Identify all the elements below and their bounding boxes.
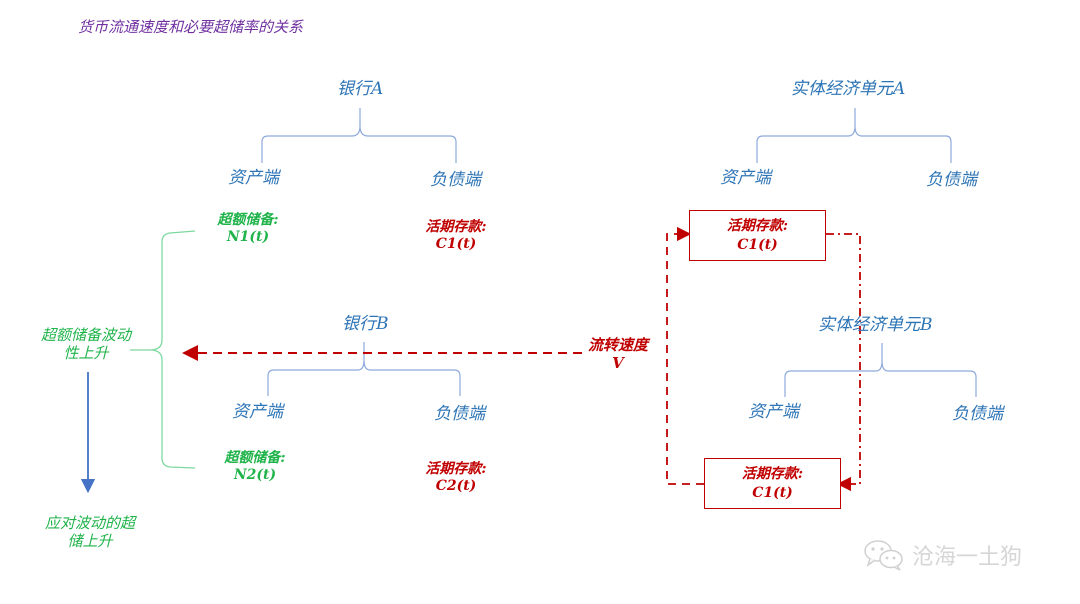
bank-a-deposit-label: 活期存款: [425, 219, 487, 235]
bank-b-reserve: 超额储备: N2(t) [205, 450, 305, 484]
bank-b-reserve-value: N2(t) [233, 466, 277, 483]
deposit-flow-left [666, 226, 704, 485]
entity-a-deposit-label: 活期存款: [726, 218, 789, 235]
bank-a-asset-label: 资产端 [228, 168, 279, 188]
bank-b-deposit: 活期存款: C2(t) [406, 461, 506, 495]
bank-a-title: 银行A [337, 79, 384, 99]
deposit-flow-right [826, 233, 861, 492]
bank-b-bracket [267, 342, 461, 396]
bank-a-reserve-value: N1(t) [226, 228, 270, 245]
entity-a-bracket [756, 108, 952, 163]
entity-a-asset-label: 资产端 [720, 168, 771, 188]
entity-a-deposit-box: 活期存款: C1(t) [689, 210, 826, 261]
entity-b-deposit-label: 活期存款: [741, 466, 804, 483]
velocity-label: 流转速度V [587, 336, 648, 372]
bank-b-deposit-value: C2(t) [435, 477, 477, 494]
volatility-label: 超额储备波动性上升 [40, 326, 131, 362]
bank-a-reserve: 超额储备: N1(t) [198, 212, 298, 246]
watermark-text: 沧海一土狗 [912, 545, 1023, 570]
entity-b-deposit-value: C1(t) [752, 484, 793, 501]
entity-b-asset-label: 资产端 [748, 402, 799, 422]
bank-a-liability-label: 负债端 [430, 170, 481, 190]
reserve-volatility-bracket [130, 230, 196, 469]
bank-a-deposit-value: C1(t) [435, 235, 477, 252]
watermark: 沧海一土狗 [862, 538, 1022, 572]
bank-b-liability-label: 负债端 [434, 404, 485, 424]
bank-b-reserve-label: 超额储备: [224, 450, 286, 466]
diagram-title: 货币流通速度和必要超储率的关系 [78, 18, 304, 36]
bank-a-deposit: 活期存款: C1(t) [406, 219, 506, 253]
entity-a-title: 实体经济单元A [791, 79, 906, 99]
entity-a-liability-label: 负债端 [926, 170, 977, 190]
bank-a-reserve-label: 超额储备: [217, 212, 279, 228]
entity-b-title: 实体经济单元B [818, 315, 933, 335]
wechat-icon [864, 540, 903, 571]
entity-b-liability-label: 负债端 [952, 404, 1003, 424]
result-label: 应对波动的超储上升 [44, 514, 135, 550]
entity-b-deposit-box: 活期存款: C1(t) [704, 458, 841, 509]
bank-b-deposit-label: 活期存款: [425, 461, 487, 477]
bank-b-title: 银行B [342, 314, 389, 334]
bank-a-bracket [261, 108, 457, 163]
bank-b-asset-label: 资产端 [232, 402, 283, 422]
entity-a-deposit-value: C1(t) [737, 236, 778, 253]
entity-b-bracket [784, 343, 977, 397]
